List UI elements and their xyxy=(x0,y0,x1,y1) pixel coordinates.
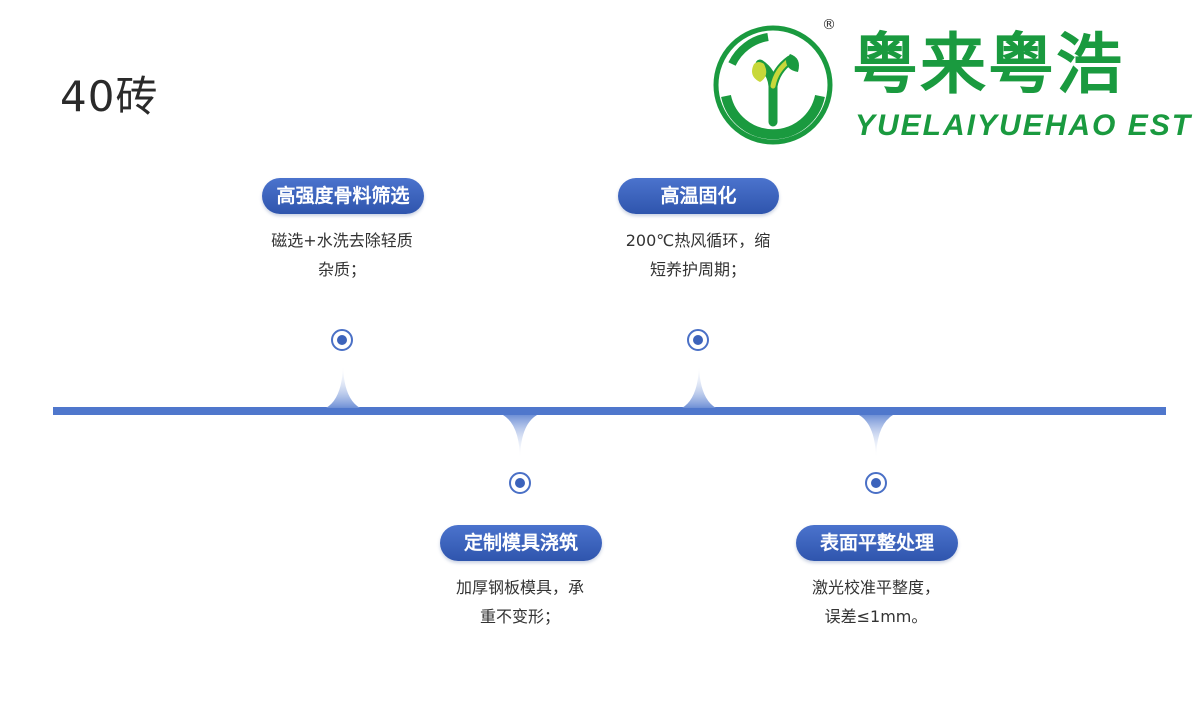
step-description-line: 误差≤1mm。 xyxy=(824,607,928,626)
timeline-axis xyxy=(53,407,1166,415)
timeline-node xyxy=(865,472,887,494)
step-title: 高强度骨料筛选 xyxy=(262,178,424,214)
step-description-line: 加厚钢板模具，承 xyxy=(455,578,584,597)
timeline-stem-down xyxy=(503,415,537,461)
timeline-stem-up xyxy=(326,362,360,408)
registered-mark: ® xyxy=(822,17,836,33)
brand-logo: ® 粤来粤浩 YUELAIYUEHAO EST xyxy=(712,17,1190,148)
timeline-stem-down xyxy=(859,415,893,461)
logo-leaf-emblem-icon xyxy=(713,25,833,145)
step-description-line: 磁选+水洗去除轻质 xyxy=(271,231,413,250)
step-description: 激光校准平整度， 误差≤1mm。 xyxy=(776,573,976,631)
step-description-line: 重不变形； xyxy=(479,607,560,626)
step-description: 200℃热风循环，缩 短养护周期； xyxy=(598,226,798,284)
timeline-node xyxy=(509,472,531,494)
timeline-stem-up xyxy=(682,362,716,408)
timeline-node xyxy=(687,329,709,351)
step-title: 定制模具浇筑 xyxy=(440,525,602,561)
step-title: 表面平整处理 xyxy=(796,525,958,561)
timeline-node xyxy=(331,329,353,351)
step-description-line: 激光校准平整度， xyxy=(811,578,940,597)
logo-name-cn: 粤来粤浩 xyxy=(852,26,1124,103)
step-description-line: 200℃热风循环，缩 xyxy=(625,231,771,250)
step-description-line: 杂质； xyxy=(317,260,366,279)
step-description: 加厚钢板模具，承 重不变形； xyxy=(420,573,620,631)
step-title: 高温固化 xyxy=(618,178,779,214)
page-title: 40砖 xyxy=(60,72,159,121)
step-description: 磁选+水洗去除轻质 杂质； xyxy=(242,226,442,284)
logo-name-en: YUELAIYUEHAO EST xyxy=(855,109,1193,142)
step-description-line: 短养护周期； xyxy=(649,260,746,279)
